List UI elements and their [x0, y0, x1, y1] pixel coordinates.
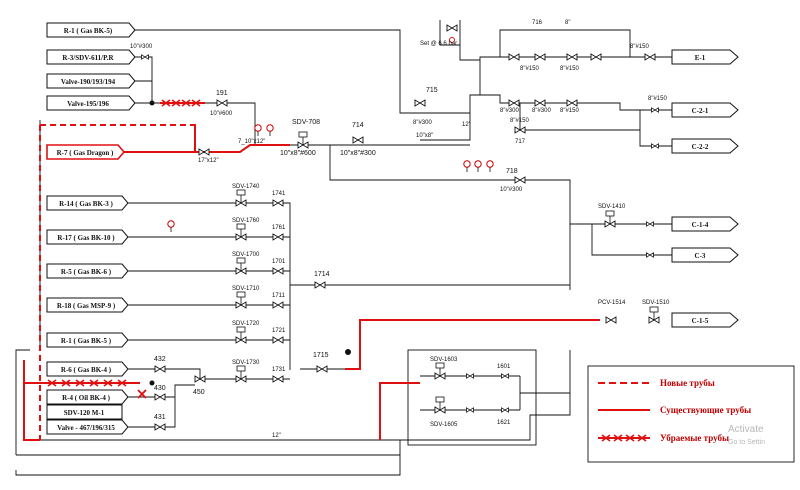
dst-c22: C-2-2: [692, 143, 709, 151]
tag-12b: 12": [272, 433, 281, 439]
tag-1761: 1761: [272, 225, 286, 231]
tag-716: 716: [532, 20, 543, 26]
tag-size717: 8"#150: [510, 118, 529, 124]
src-r18: R-18 ( Gas MSP-9 ): [57, 302, 116, 310]
tag-sdv1760: SDV-1760: [232, 218, 260, 224]
legend-existing: Существующие трубы: [660, 405, 751, 415]
src-r1-top: R-1 ( Gas BK-5): [64, 27, 113, 35]
src-r6: R-6 ( Gas BK-4 ): [61, 366, 112, 374]
tag-sdv1410: SDV-1410: [598, 204, 626, 210]
src-r3: R-3/SDV-611/P.R: [62, 54, 114, 62]
source-boxes: R-1 ( Gas BK-5) R-3/SDV-611/P.R Valve-19…: [46, 22, 136, 435]
tag-1721: 1721: [272, 328, 286, 334]
red-pipework: [23, 124, 600, 441]
tag-1715: 1715: [313, 352, 329, 359]
tag-sdv1605: SDV-1605: [430, 422, 458, 428]
tag-8b: 8"#300: [500, 108, 519, 114]
tag-8e: 8"#150: [630, 44, 649, 50]
tag-8c: 8"#300: [532, 108, 551, 114]
valves: [141, 24, 660, 431]
dst-c15: C-1-5: [692, 317, 709, 325]
tag-1731: 1731: [272, 367, 286, 373]
src-r7: R-7 ( Gas Dragon ): [57, 149, 114, 157]
legend: Новые трубы Существующие трубы Убраемые …: [587, 365, 795, 463]
tag-718: 718: [506, 168, 518, 175]
tag-430: 430: [154, 385, 166, 392]
tag-1601: 1601: [497, 364, 511, 370]
removed-pipe-marks: [40, 99, 205, 399]
tag-1741: 1741: [272, 191, 286, 197]
tag-size191: 10"#600: [210, 111, 233, 117]
dst-e1: E-1: [695, 54, 706, 62]
src-r17: R-17 ( Gas BK-10 ): [57, 234, 115, 242]
tag-432: 432: [154, 356, 166, 363]
tag-sdv1603: SDV-1603: [430, 357, 458, 363]
dst-c21: C-2-1: [692, 107, 709, 115]
src-valve-190: Valve-190/193/194: [61, 78, 116, 86]
watermark-line1: Activate: [728, 424, 764, 435]
tag-size718: 10"#300: [500, 187, 523, 193]
destination-boxes: E-1 C-2-1 C-2-2 C-1-4 C-3 C-1-5: [671, 49, 739, 328]
src-r14: R-14 ( Gas BK-3 ): [59, 200, 113, 208]
tag-size714: 10"x8"#300: [340, 150, 376, 157]
tag-size-r3: 10"#300: [130, 44, 153, 50]
tag-size716b: 8"#150: [560, 66, 579, 72]
tag-1711: 1711: [272, 293, 286, 299]
src-r4: R-4 ( Oil BK-4 ): [62, 394, 110, 402]
src-box: [46, 22, 136, 38]
tag-sdv1700: SDV-1700: [232, 252, 260, 258]
tag-size716a: 8"#150: [520, 66, 539, 72]
tag-450: 450: [193, 389, 205, 396]
src-sdv120: SDV-120 M-1: [64, 409, 105, 417]
src-valve-195: Valve-195/196: [67, 100, 109, 108]
dst-c3: C-3: [695, 252, 706, 260]
tag-1701: 1701: [272, 259, 286, 265]
tag-size715: 8"#300: [413, 120, 432, 126]
tags: SDV-708 10"x8"#600 714 10"x8"#300 715 8"…: [130, 20, 670, 439]
tag-8a: 8": [565, 20, 570, 26]
tag-714: 714: [352, 122, 364, 129]
tag-sdv1720: SDV-1720: [232, 321, 260, 327]
tag-sdv708: SDV-708: [292, 119, 320, 126]
tag-sdv1510: SDV-1510: [642, 300, 670, 306]
tag-size708: 10"x8"#600: [280, 150, 316, 157]
tag-pcv1514: PCV-1514: [598, 300, 626, 306]
tag-191: 191: [216, 90, 228, 97]
src-r5: R-5 ( Gas BK-6 ): [61, 268, 112, 276]
watermark-line2: Go to Settin: [728, 439, 765, 446]
tag-sdv1710: SDV-1710: [232, 286, 260, 292]
tag-set: Set @ 6.6 bar: [420, 41, 457, 47]
existing-black-pipework: [15, 20, 672, 476]
tag-12a: 12": [462, 122, 471, 128]
tag-1621: 1621: [497, 420, 511, 426]
src-valve-467: Valve - 467/196/315: [57, 424, 115, 432]
dst-c14: C-1-4: [692, 221, 709, 229]
tag-8f: 8"#150: [648, 96, 667, 102]
legend-new: Новые трубы: [660, 378, 715, 388]
tag-431: 431: [154, 414, 166, 421]
tag-10x8: 10"x8": [416, 133, 433, 139]
legend-removed: Убраемые трубы: [660, 433, 729, 443]
tag-8d: 8"#150: [560, 108, 579, 114]
tag-size-r7: 17"x12": [198, 158, 219, 164]
tag-size-7: 7_10"x12": [238, 139, 265, 145]
tag-1714: 1714: [314, 271, 330, 278]
tag-715: 715: [426, 87, 438, 94]
tag-sdv1740: SDV-1740: [232, 184, 260, 190]
tag-sdv1730: SDV-1730: [232, 360, 260, 366]
tag-717: 717: [515, 139, 526, 145]
src-r1-mid: R-1 ( Gas BK-5 ): [61, 337, 112, 345]
